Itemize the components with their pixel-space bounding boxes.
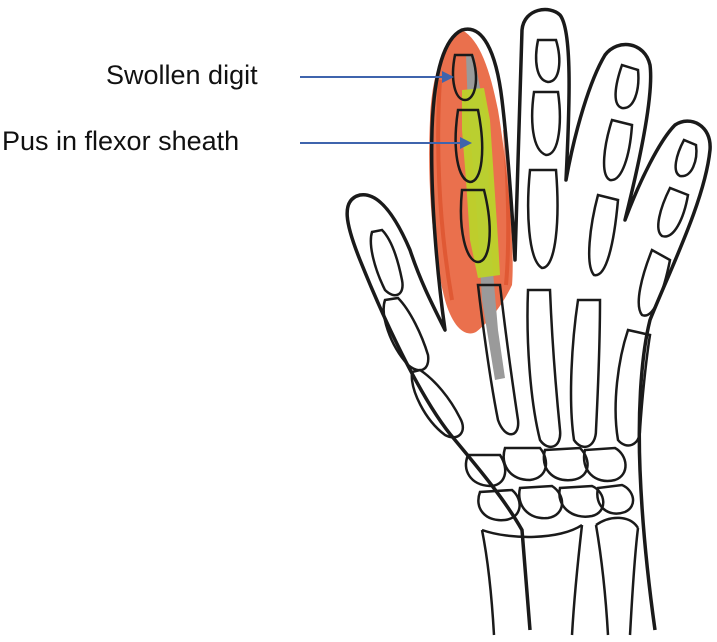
thumb-bones bbox=[369, 228, 465, 439]
swollen-digit-label: Swollen digit bbox=[106, 60, 258, 90]
forearm-bones bbox=[480, 516, 640, 636]
ring-finger-bones bbox=[569, 63, 640, 449]
little-finger-bones bbox=[614, 138, 698, 447]
pus-flexor-sheath-label: Pus in flexor sheath bbox=[2, 126, 240, 156]
hand-outline bbox=[345, 7, 712, 631]
middle-finger-bones bbox=[526, 38, 562, 449]
carpal-bones bbox=[464, 446, 635, 522]
